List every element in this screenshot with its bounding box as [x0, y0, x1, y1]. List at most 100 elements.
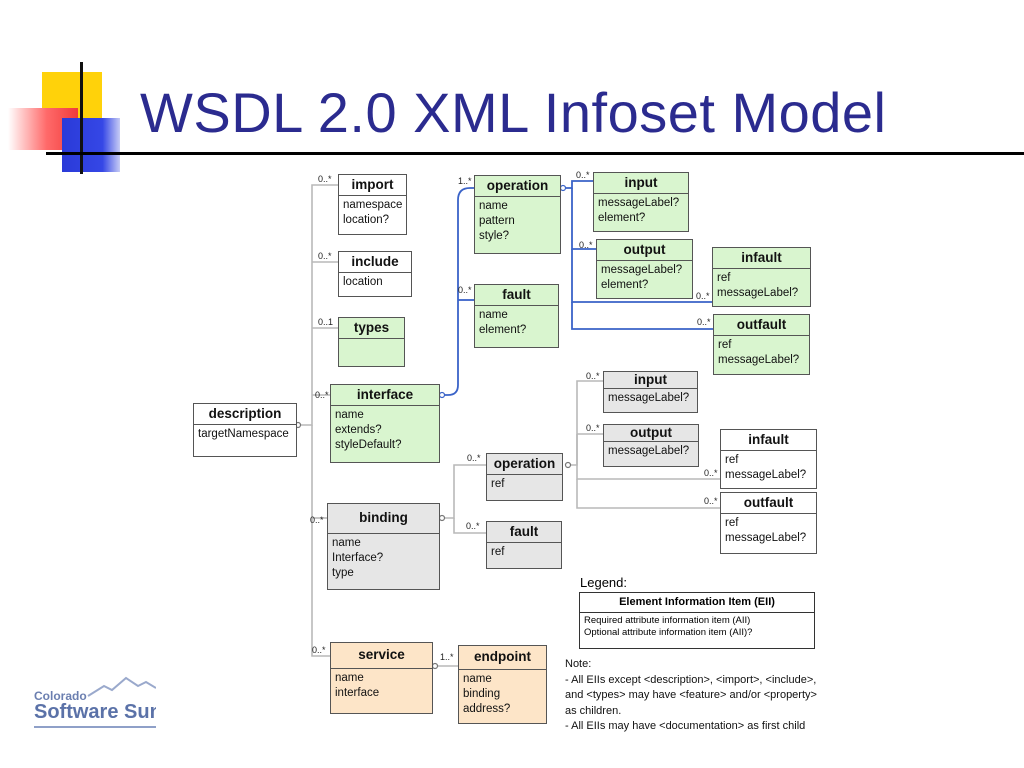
attr: messageLabel? — [598, 197, 680, 209]
conn-bind-operation — [440, 464, 486, 519]
vertical-line — [80, 62, 83, 174]
note-line: as children. — [565, 704, 622, 717]
eii-int-output: output messageLabel? element? — [596, 239, 693, 299]
mult-bind-fault: 0..* — [466, 521, 480, 531]
attr: Interface? — [332, 552, 384, 564]
blue-square — [62, 118, 120, 172]
slide-title: WSDL 2.0 XML Infoset Model — [140, 81, 887, 144]
logo-underline — [34, 726, 156, 728]
eii-bind-operation: operation ref — [486, 453, 563, 501]
junction-interface — [438, 391, 446, 399]
attr: targetNamespace — [198, 428, 289, 440]
attr: messageLabel? — [608, 445, 690, 457]
logo-line1: Colorado — [34, 689, 87, 703]
legend-header: Element Information Item (EII) — [580, 593, 814, 613]
attr: binding — [463, 688, 501, 700]
attr: messageLabel? — [608, 392, 690, 404]
mult-bind-input: 0..* — [586, 371, 600, 381]
note-block: Note: - All EIIs except <description>, <… — [565, 657, 817, 735]
junction-service — [431, 662, 439, 670]
attr: extends? — [335, 424, 382, 436]
attr: ref — [491, 478, 505, 490]
mult-int-output: 0..* — [579, 240, 593, 250]
attr: ref — [717, 272, 731, 284]
attr: messageLabel? — [725, 469, 807, 481]
eii-bind-outfault-name: outfault — [721, 493, 816, 514]
attr: style? — [479, 230, 510, 242]
eii-bind-operation-name: operation — [487, 454, 562, 475]
eii-int-input: input messageLabel? element? — [593, 172, 689, 232]
attr: messageLabel? — [725, 532, 807, 544]
attr: element? — [598, 212, 646, 224]
attr: type — [332, 567, 354, 579]
eii-types-name: types — [339, 318, 404, 339]
eii-description: description targetNamespace — [193, 403, 297, 457]
mult-interface: 0..* — [315, 390, 329, 400]
eii-service-name: service — [331, 643, 432, 669]
attr: messageLabel? — [718, 354, 800, 366]
attr: name — [463, 673, 492, 685]
eii-bind-output-name: output — [604, 425, 698, 442]
legend-line: Optional attribute information item (AII… — [584, 627, 753, 638]
eii-service: service name interface — [330, 642, 433, 714]
junction-binding — [438, 514, 446, 522]
mult-include: 0..* — [318, 251, 332, 261]
eii-int-fault-name: fault — [475, 285, 558, 306]
eii-int-infault: infault ref messageLabel? — [712, 247, 811, 307]
attr: namespace — [343, 199, 403, 211]
attr: element? — [479, 324, 527, 336]
attr: name — [479, 200, 508, 212]
eii-int-input-name: input — [594, 173, 688, 194]
mult-int-outfault: 0..* — [697, 317, 711, 327]
note-line: - All EIIs may have <documentation> as f… — [565, 720, 806, 732]
mult-types: 0..1 — [318, 317, 334, 327]
eii-interface-name: interface — [331, 385, 439, 406]
legend-line: Required attribute information item (AII… — [584, 615, 751, 626]
attr: ref — [718, 339, 732, 351]
eii-description-name: description — [194, 404, 296, 425]
eii-binding: binding name Interface? type — [327, 503, 440, 590]
eii-int-outfault: outfault ref messageLabel? — [713, 314, 810, 375]
eii-bind-infault-name: infault — [721, 430, 816, 451]
attr: name — [332, 537, 361, 549]
eii-bind-outfault: outfault ref messageLabel? — [720, 492, 817, 554]
eii-bind-input: input messageLabel? — [603, 371, 698, 413]
eii-int-fault: fault name element? — [474, 284, 559, 348]
attr: interface — [335, 687, 380, 699]
conn-int-operation — [440, 187, 474, 396]
eii-int-operation-name: operation — [475, 176, 560, 197]
legend-box: Element Information Item (EII) Required … — [579, 592, 815, 649]
eii-endpoint: endpoint name binding address? — [458, 645, 547, 724]
note-line: and <types> may have <feature> and/or <p… — [565, 689, 817, 701]
colorado-software-summit-logo: Colorado Software Summit — [34, 672, 156, 742]
eii-int-outfault-name: outfault — [714, 315, 809, 336]
mult-int-fault: 0..* — [458, 285, 472, 295]
mult-binding: 0..* — [310, 515, 324, 525]
attr: messageLabel? — [717, 287, 799, 299]
attr: ref — [725, 517, 739, 529]
eii-int-output-name: output — [597, 240, 692, 261]
conn-int-input — [561, 180, 593, 189]
eii-binding-name: binding — [328, 504, 439, 534]
mult-bind-output: 0..* — [586, 423, 600, 433]
eii-bind-input-name: input — [604, 372, 697, 389]
logo-line2: Software Summit — [34, 701, 156, 723]
trunk-line — [300, 184, 338, 426]
mult-import: 0..* — [318, 174, 332, 184]
attr: messageLabel? — [601, 264, 683, 276]
mult-endpoint: 1..* — [440, 652, 454, 662]
eii-bind-output: output messageLabel? — [603, 424, 699, 467]
eii-bind-infault: infault ref messageLabel? — [720, 429, 817, 489]
mult-bind-operation: 0..* — [467, 453, 481, 463]
title-underline — [46, 152, 1024, 155]
conn-bind-outfault — [576, 479, 720, 509]
eii-bind-fault: fault ref — [486, 521, 562, 569]
note-line: - All EIIs except <description>, <import… — [565, 673, 817, 686]
eii-include: include location — [338, 251, 412, 297]
attr: name — [335, 409, 364, 421]
mult-int-infault: 0..* — [696, 291, 710, 301]
eii-int-operation: operation name pattern style? — [474, 175, 561, 254]
attr: name — [479, 309, 508, 321]
mult-bind-outfault: 0..* — [704, 496, 718, 506]
eii-interface: interface name extends? styleDefault? — [330, 384, 440, 463]
